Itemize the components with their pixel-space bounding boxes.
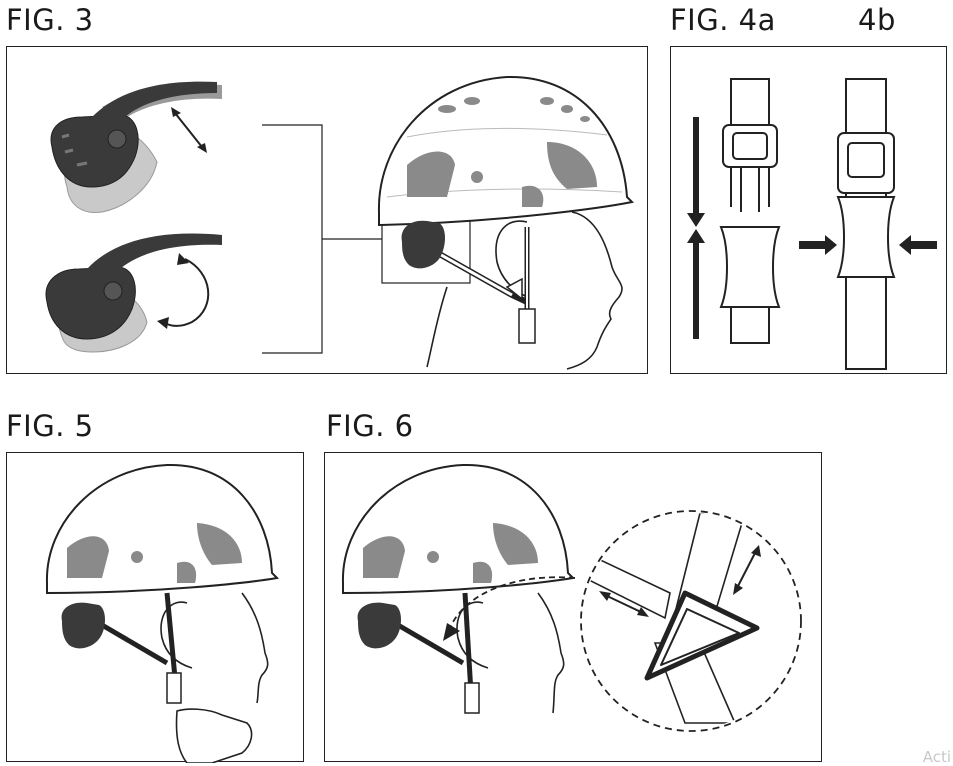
zoom-circle [580,510,802,732]
zoom-leader-dashed [443,576,576,641]
fig5-illustration [45,463,280,763]
fig5-panel [6,452,304,763]
triangle-slider-buckle [644,590,760,681]
adjust-arrow-diagonal [171,107,207,153]
hand [175,708,253,763]
chin-strap [396,592,480,714]
buckle-strap-4a [719,78,781,344]
watermark: Acti [922,748,951,766]
headband-cradle [61,602,105,649]
fig3-panel [6,46,648,374]
fig3-illustration [45,75,635,370]
fig3-label: FIG. 3 [6,3,94,37]
headband-cradle [357,602,401,649]
helmet-shell [377,75,635,227]
chin-strap [425,227,536,344]
headband-cradle-upper [50,81,217,188]
helmet-shell [45,463,280,595]
arrow-up-4a [687,229,705,339]
fig4b-label: 4b [858,3,896,37]
rotate-arrow-curved [157,253,210,329]
buckle-strap-4b [836,78,896,370]
arrow-down-4a [687,117,705,227]
fig6-panel [324,452,822,762]
fig4a-label: FIG. 4a [670,3,776,37]
fig5-label: FIG. 5 [6,409,94,443]
adjust-arrow-right [733,545,761,595]
adjust-arrow-left [599,591,649,617]
head-profile [456,592,565,714]
fig6-label: FIG. 6 [326,409,414,443]
head-profile [426,211,623,370]
fig4-panel [670,46,947,374]
fig4-illustration [687,78,937,370]
fig6-illustration [341,463,802,732]
head-profile [160,592,269,704]
helmet-shell [341,463,576,595]
chin-strap [100,592,182,704]
arrow-right-4b [799,235,837,255]
arrow-left-4b [899,235,937,255]
headband-cradle-lower [45,233,222,340]
headband-cradle-on-helmet [401,220,445,269]
